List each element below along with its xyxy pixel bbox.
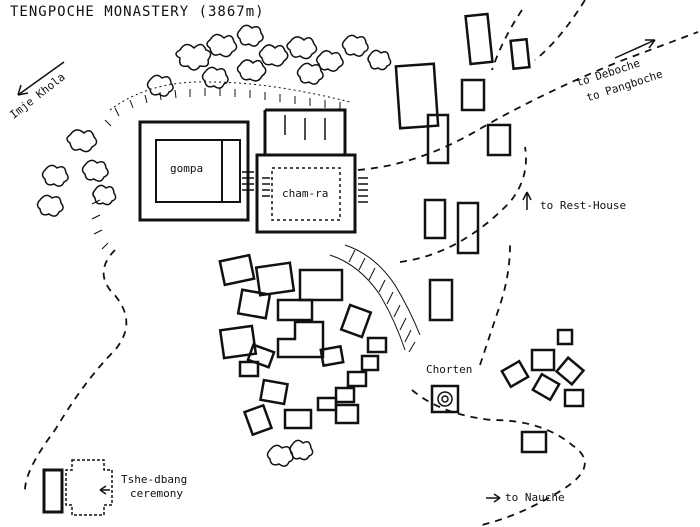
tree-cluster-north bbox=[146, 24, 392, 97]
houses-southeast bbox=[500, 328, 586, 454]
arrow-west-icon bbox=[17, 61, 65, 96]
label-ceremony-line2: ceremony bbox=[130, 487, 183, 500]
tree-cluster-south bbox=[266, 439, 314, 467]
chorten-stupa bbox=[430, 384, 460, 414]
arrow-up-icon bbox=[522, 191, 532, 210]
label-ceremony-line1: Tshe-dbang bbox=[121, 473, 188, 486]
label-to-nauche: to Nauche bbox=[505, 491, 565, 504]
gompa-building bbox=[138, 120, 254, 222]
label-cham-ra: cham-ra bbox=[282, 187, 329, 200]
tree-cluster-west bbox=[36, 129, 117, 217]
label-gompa: gompa bbox=[170, 162, 204, 175]
houses-east bbox=[394, 12, 531, 322]
houses-village bbox=[218, 253, 388, 437]
cham-ra-building bbox=[255, 108, 368, 234]
arrow-markers bbox=[17, 39, 656, 503]
arrow-left-icon bbox=[99, 485, 110, 495]
arrow-east-icon bbox=[614, 39, 656, 59]
ceremony-ground bbox=[42, 459, 113, 516]
hillside-hatching bbox=[91, 81, 421, 353]
label-to-rest-house: to Rest-House bbox=[540, 199, 627, 212]
label-chorten: Chorten bbox=[426, 363, 473, 376]
trail-paths bbox=[24, 0, 699, 526]
map-title: TENGPOCHE MONASTERY (3867m) bbox=[10, 4, 265, 20]
arrow-down-icon bbox=[486, 493, 501, 503]
